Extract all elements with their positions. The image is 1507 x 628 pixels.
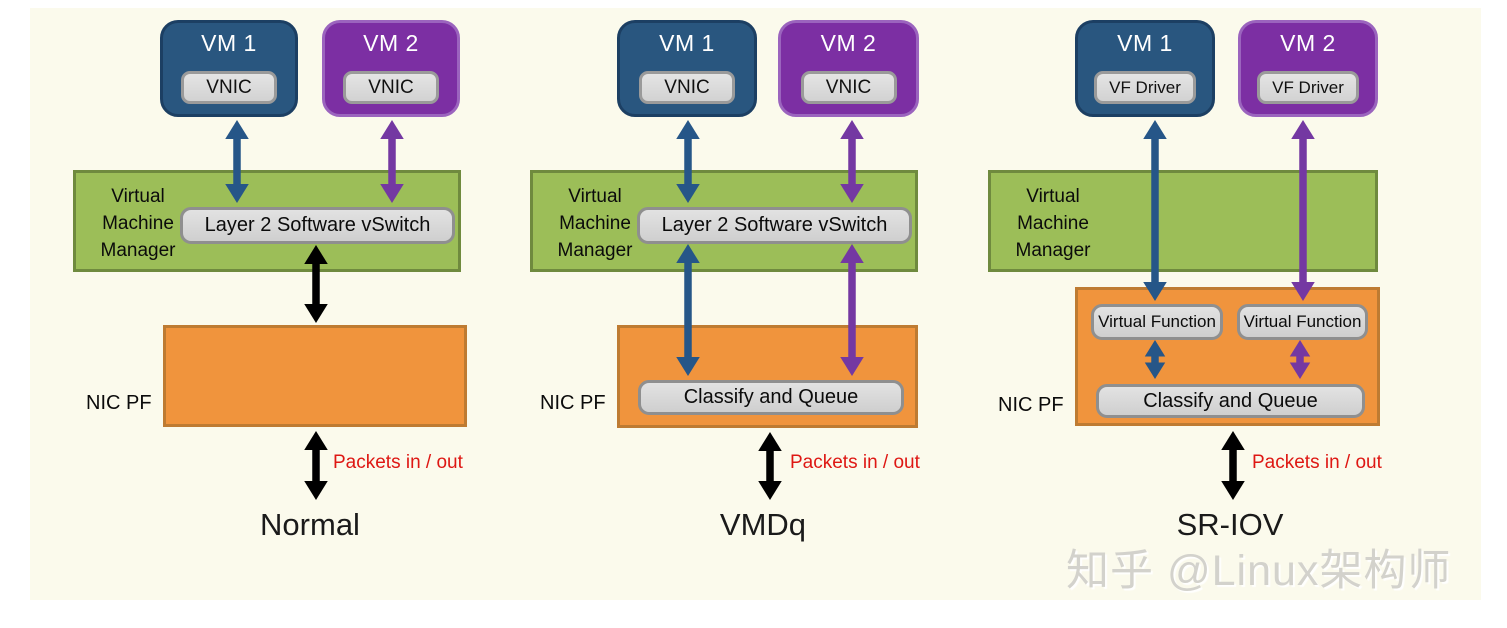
sriov-vm1-box: VM 1 VF Driver [1075,20,1215,117]
vmdq-vm1-vnic-box: VNIC [639,71,735,104]
vmdq-vm1-box: VM 1 VNIC [617,20,757,117]
normal-vm1-title: VM 1 [201,30,257,56]
vmdq-vm2-box: VM 2 VNIC [778,20,919,117]
vmdq-vm2-vnic-box: VNIC [800,71,897,104]
sriov-vm1-vfdriver-box: VF Driver [1094,71,1196,104]
normal-vm2-box: VM 2 VNIC [322,20,460,117]
vmdq-vm1-title: VM 1 [659,30,715,56]
normal-vmm-label: Virtual Machine Manager [100,186,176,261]
normal-vm1-box: VM 1 VNIC [160,20,298,117]
sriov-vmm-label: Virtual Machine Manager [1015,186,1091,261]
vmdq-nic-label: NIC PF [540,392,606,414]
vmdq-nic-box: Classify and Queue [617,325,918,428]
sriov-vf-left-box: Virtual Function [1091,304,1223,340]
sriov-classify-queue-box: Classify and Queue [1096,384,1365,418]
sriov-vm2-vfdriver-box: VF Driver [1257,71,1359,104]
sriov-vm2-title: VM 2 [1280,30,1336,56]
sriov-nic-box: Virtual Function Virtual Function Classi… [1075,287,1380,426]
normal-vswitch-box: Layer 2 Software vSwitch [180,207,455,244]
normal-nic-box [163,325,467,427]
sriov-packets-label: Packets in / out [1252,452,1382,473]
sriov-vm1-title: VM 1 [1117,30,1173,56]
normal-vm2-vnic-box: VNIC [343,71,439,104]
vmdq-vmm-box: Virtual Machine Manager Layer 2 Software… [530,170,918,272]
sriov-vm2-box: VM 2 VF Driver [1238,20,1378,117]
normal-vm2-title: VM 2 [363,30,419,56]
vmdq-vmm-label: Virtual Machine Manager [557,186,633,261]
vmdq-classify-queue-box: Classify and Queue [638,380,904,415]
sriov-vmm-box: Virtual Machine Manager [988,170,1378,272]
normal-packets-label: Packets in / out [333,452,463,473]
sriov-nic-label: NIC PF [998,394,1064,416]
normal-nic-label: NIC PF [86,392,152,414]
vmdq-caption: VMDq [719,507,807,542]
normal-vmm-box: Virtual Machine Manager Layer 2 Software… [73,170,461,272]
normal-caption: Normal [260,507,360,542]
vmdq-vswitch-box: Layer 2 Software vSwitch [637,207,912,244]
watermark-text: 知乎 @Linux架构师 [1066,547,1452,595]
vmdq-packets-label: Packets in / out [790,452,920,473]
sriov-caption: SR-IOV [1176,507,1284,542]
sriov-vf-right-box: Virtual Function [1237,304,1368,340]
normal-vm1-vnic-box: VNIC [181,71,277,104]
vmdq-vm2-title: VM 2 [820,30,877,56]
